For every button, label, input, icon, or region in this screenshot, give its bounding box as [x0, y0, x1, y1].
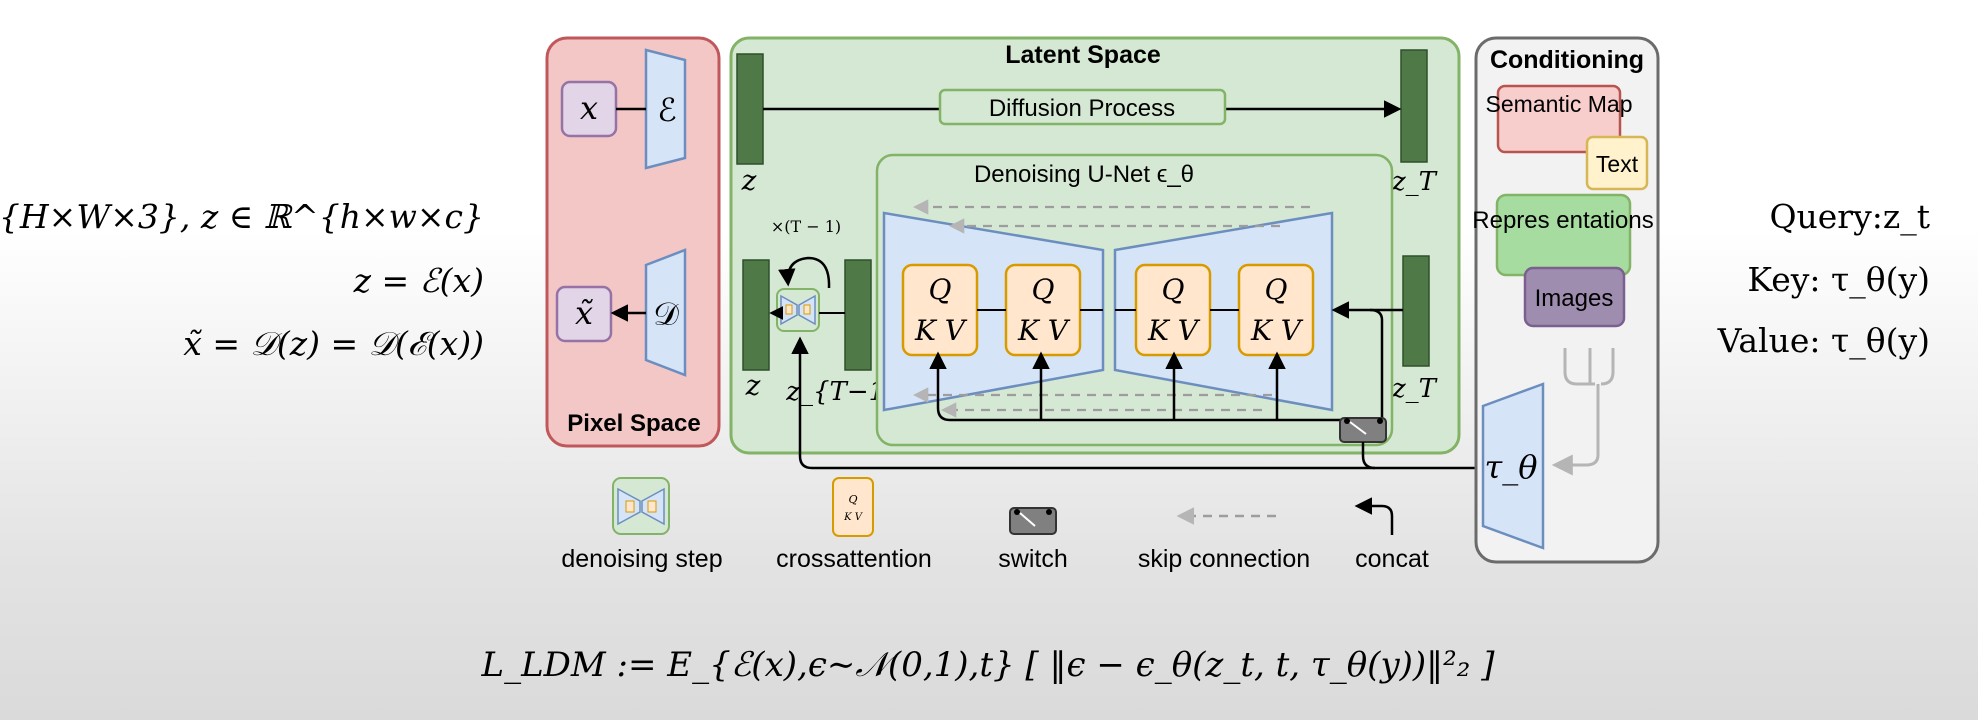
legend-crossattention-label: crossattention	[776, 545, 932, 573]
equation-spaces: x ∈ ℝ^{H×W×3}, z ∈ ℝ^{h×w×c}	[0, 197, 484, 236]
latent-space-panel: Latent Space z z_T z z_{T−1} z_T Diffusi…	[729, 36, 1478, 470]
repeat-label: ×(T − 1)	[771, 217, 841, 236]
key-label: Key: τ_θ(y)	[1747, 260, 1930, 300]
pixel-space-title: Pixel Space	[567, 410, 700, 437]
legend-denoising-step-icon	[612, 477, 670, 535]
semantic-map-box	[1496, 84, 1622, 154]
qkv-block-3: Q K V	[1134, 263, 1212, 357]
z-bottom-label: z	[745, 369, 761, 402]
qkv-kv-label: K V	[1250, 314, 1304, 347]
equation-decode: x̃ = 𝒟(z) = 𝒟(ℰ(x))	[183, 324, 484, 363]
unet-title: Denoising U-Net ϵ_θ	[974, 161, 1194, 188]
tau-label: τ_θ	[1485, 448, 1538, 486]
diffusion-process-label: Diffusion Process	[989, 95, 1175, 122]
latent-bar-zT-minus-1	[844, 259, 872, 371]
latent-bar-z-top	[736, 53, 764, 165]
qkv-q-label: Q	[1032, 273, 1055, 306]
latent-bar-zT-bottom	[1402, 255, 1430, 367]
encoder-label: ℰ	[657, 91, 676, 129]
qkv-q-label: Q	[1162, 273, 1185, 306]
text-box	[1585, 135, 1649, 191]
qkv-kv-label: K V	[1147, 314, 1201, 347]
diffusion-process-box	[938, 88, 1227, 126]
decoder-trapezoid	[644, 248, 687, 377]
query-label: Query:z_t	[1769, 197, 1930, 237]
output-x-tilde-label: x̃	[575, 294, 594, 332]
semantic-map-label: Semantic Map	[1485, 91, 1632, 117]
qkv-q-label: Q	[1265, 273, 1288, 306]
qkv-block-2: Q K V	[1004, 263, 1082, 357]
tau-feed-line	[791, 336, 1478, 470]
skip-connections	[912, 199, 1310, 418]
conditioning-title: Conditioning	[1490, 46, 1644, 74]
latent-bar-zT-top	[1400, 49, 1428, 163]
legend-concat-icon	[1354, 497, 1394, 535]
legend-skip-connection-label: skip connection	[1138, 545, 1310, 573]
denoising-step-icon	[776, 288, 820, 332]
conditioning-feed-lines	[929, 308, 1384, 422]
decoder-label: 𝒟	[653, 295, 679, 333]
qkv-kv-label: K V	[914, 314, 968, 347]
tau-trapezoid	[1481, 382, 1545, 550]
right-equations: Query:z_t Key: τ_θ(y) Value: τ_θ(y)	[1717, 197, 1930, 361]
qkv-block-1: Q K V	[901, 263, 979, 357]
images-box	[1523, 266, 1626, 328]
left-equations: x ∈ ℝ^{H×W×3}, z ∈ ℝ^{h×w×c} z = ℰ(x) x̃…	[0, 197, 484, 363]
legend-switch-icon	[1009, 507, 1057, 535]
legend: denoising step Q K V crossattention swit…	[561, 477, 1429, 573]
encoder-trapezoid	[644, 48, 687, 170]
conditioning-merge-lines	[1551, 348, 1615, 476]
input-x-label: x	[580, 89, 598, 127]
zT-bottom-label: z_T	[1391, 374, 1438, 404]
latent-bar-z-bottom	[742, 259, 770, 371]
text-label: Text	[1596, 151, 1639, 177]
qkv-block-4: Q K V	[1237, 263, 1315, 357]
legend-concat-label: concat	[1355, 545, 1429, 573]
qkv-kv-label: K V	[1017, 314, 1071, 347]
zT-top-label: z_T	[1391, 167, 1438, 197]
z-top-label: z	[741, 164, 757, 197]
latent-space-title: Latent Space	[1005, 41, 1161, 69]
legend-switch-label: switch	[998, 545, 1067, 573]
legend-crossattention-icon: Q K V	[832, 477, 874, 537]
value-label: Value: τ_θ(y)	[1717, 321, 1930, 361]
images-label: Images	[1535, 285, 1614, 312]
representations-label: Repres entations	[1472, 207, 1653, 234]
pixel-space-panel: Pixel Space x x̃ ℰ 𝒟	[545, 36, 721, 448]
ldm-loss-equation: L_LDM := E_{ℰ(x),ϵ∼𝒩(0,1),t} [ ‖ϵ − ϵ_θ(…	[480, 645, 1495, 685]
repeat-loop-arrow	[778, 256, 831, 289]
legend-denoising-step-label: denoising step	[561, 545, 722, 573]
conditioning-panel: Conditioning Semantic Map Text Repres en…	[1472, 36, 1660, 564]
svg-text:Q: Q	[848, 493, 857, 506]
equation-encode: z = ℰ(x)	[353, 261, 484, 300]
switch-element	[1339, 417, 1387, 443]
qkv-q-label: Q	[929, 273, 952, 306]
svg-text:K V: K V	[843, 512, 864, 523]
